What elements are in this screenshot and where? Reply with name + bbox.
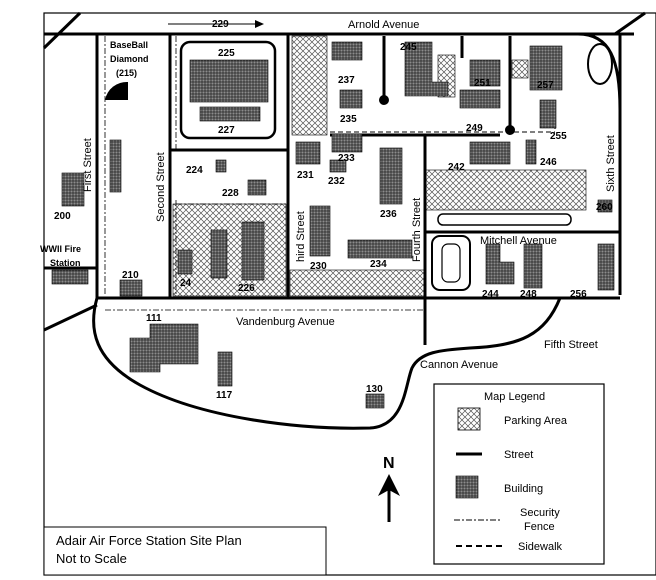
map-legend: Map Legend Parking Area Street Building … xyxy=(433,383,605,565)
legend-fence-label-1: Security xyxy=(520,507,560,519)
north-label: N xyxy=(383,455,395,472)
street-label-mitchell: Mitchell Avenue xyxy=(480,235,557,247)
building-numbers: 229 225 227 224 228 200 210 24 226 237 2… xyxy=(54,19,613,401)
legend-building-label: Building xyxy=(504,483,543,495)
security-fence xyxy=(104,36,286,296)
building-number: 210 xyxy=(122,270,139,281)
street-label-sixth: Sixth Street xyxy=(605,135,617,192)
baseball-label-2: Diamond xyxy=(110,54,149,64)
map-subtitle: Not to Scale xyxy=(56,551,127,566)
building-number: 230 xyxy=(310,261,327,272)
track-rectangle xyxy=(437,213,572,226)
building-number: 248 xyxy=(520,289,537,300)
street-label-fourth: Fourth Street xyxy=(411,198,423,262)
building-number: 24 xyxy=(180,278,192,289)
legend-parking-swatch xyxy=(457,407,481,431)
building-number: 229 xyxy=(212,19,229,30)
street-label-fifth: Fifth Street xyxy=(544,339,598,351)
baseball-diamond xyxy=(105,81,128,100)
legend-sidewalk-label: Sidewalk xyxy=(518,541,563,553)
parking-areas xyxy=(172,35,587,297)
street-label-cannon: Cannon Avenue xyxy=(420,359,498,371)
building-number: 233 xyxy=(338,153,355,164)
building-number: 232 xyxy=(328,176,345,187)
building-number: 224 xyxy=(186,165,203,176)
building-number: 251 xyxy=(474,78,491,89)
legend-fence-label-2: Fence xyxy=(524,521,555,533)
field-rectangle-inner xyxy=(441,243,461,283)
building-number: 234 xyxy=(370,259,387,270)
wwii-label-1: WWII Fire xyxy=(40,244,81,254)
legend-street-label: Street xyxy=(504,449,533,461)
building-number: 244 xyxy=(482,289,499,300)
building-number: 249 xyxy=(466,123,483,134)
building-number: 236 xyxy=(380,209,397,220)
legend-title: Map Legend xyxy=(484,391,545,403)
building-number: 235 xyxy=(340,114,357,125)
title-block: Adair Air Force Station Site Plan Not to… xyxy=(43,526,327,576)
street-label-arnold: Arnold Avenue xyxy=(348,19,419,31)
wwii-label-2: Station xyxy=(50,258,81,268)
building-number: 111 xyxy=(146,313,162,324)
building-number: 246 xyxy=(540,157,557,168)
map-title: Adair Air Force Station Site Plan xyxy=(56,533,242,548)
building-number: 255 xyxy=(550,131,567,142)
building-number: 242 xyxy=(448,162,465,173)
legend-building-swatch xyxy=(455,475,479,499)
street-label-third: hird Street xyxy=(295,211,307,262)
building-number: 130 xyxy=(366,384,383,395)
building-225-enclosure xyxy=(179,40,277,140)
building-number: 245 xyxy=(400,42,417,53)
building-number: 256 xyxy=(570,289,587,300)
building-number: 257 xyxy=(537,80,554,91)
street-cul-de-sac xyxy=(379,95,389,105)
building-number: 260 xyxy=(596,202,613,213)
building-number: 228 xyxy=(222,188,239,199)
building-number: 237 xyxy=(338,75,355,86)
baseball-label-3: (215) xyxy=(116,68,137,78)
building-number: 226 xyxy=(238,283,255,294)
building-number: 227 xyxy=(218,125,235,136)
street-label-vandenburg: Vandenburg Avenue xyxy=(236,316,335,328)
street-label-first: First Street xyxy=(82,138,94,192)
building-number: 200 xyxy=(54,211,71,222)
street-label-second: Second Street xyxy=(155,152,167,222)
pond xyxy=(587,43,613,85)
legend-parking-label: Parking Area xyxy=(504,415,568,427)
north-arrow: N xyxy=(378,455,400,522)
street-cul-de-sac xyxy=(505,125,515,135)
baseball-label-1: BaseBall xyxy=(110,40,148,50)
building-number: 117 xyxy=(216,390,233,401)
building-number: 231 xyxy=(297,170,314,181)
building-number: 225 xyxy=(218,48,235,59)
buildings xyxy=(51,41,615,409)
